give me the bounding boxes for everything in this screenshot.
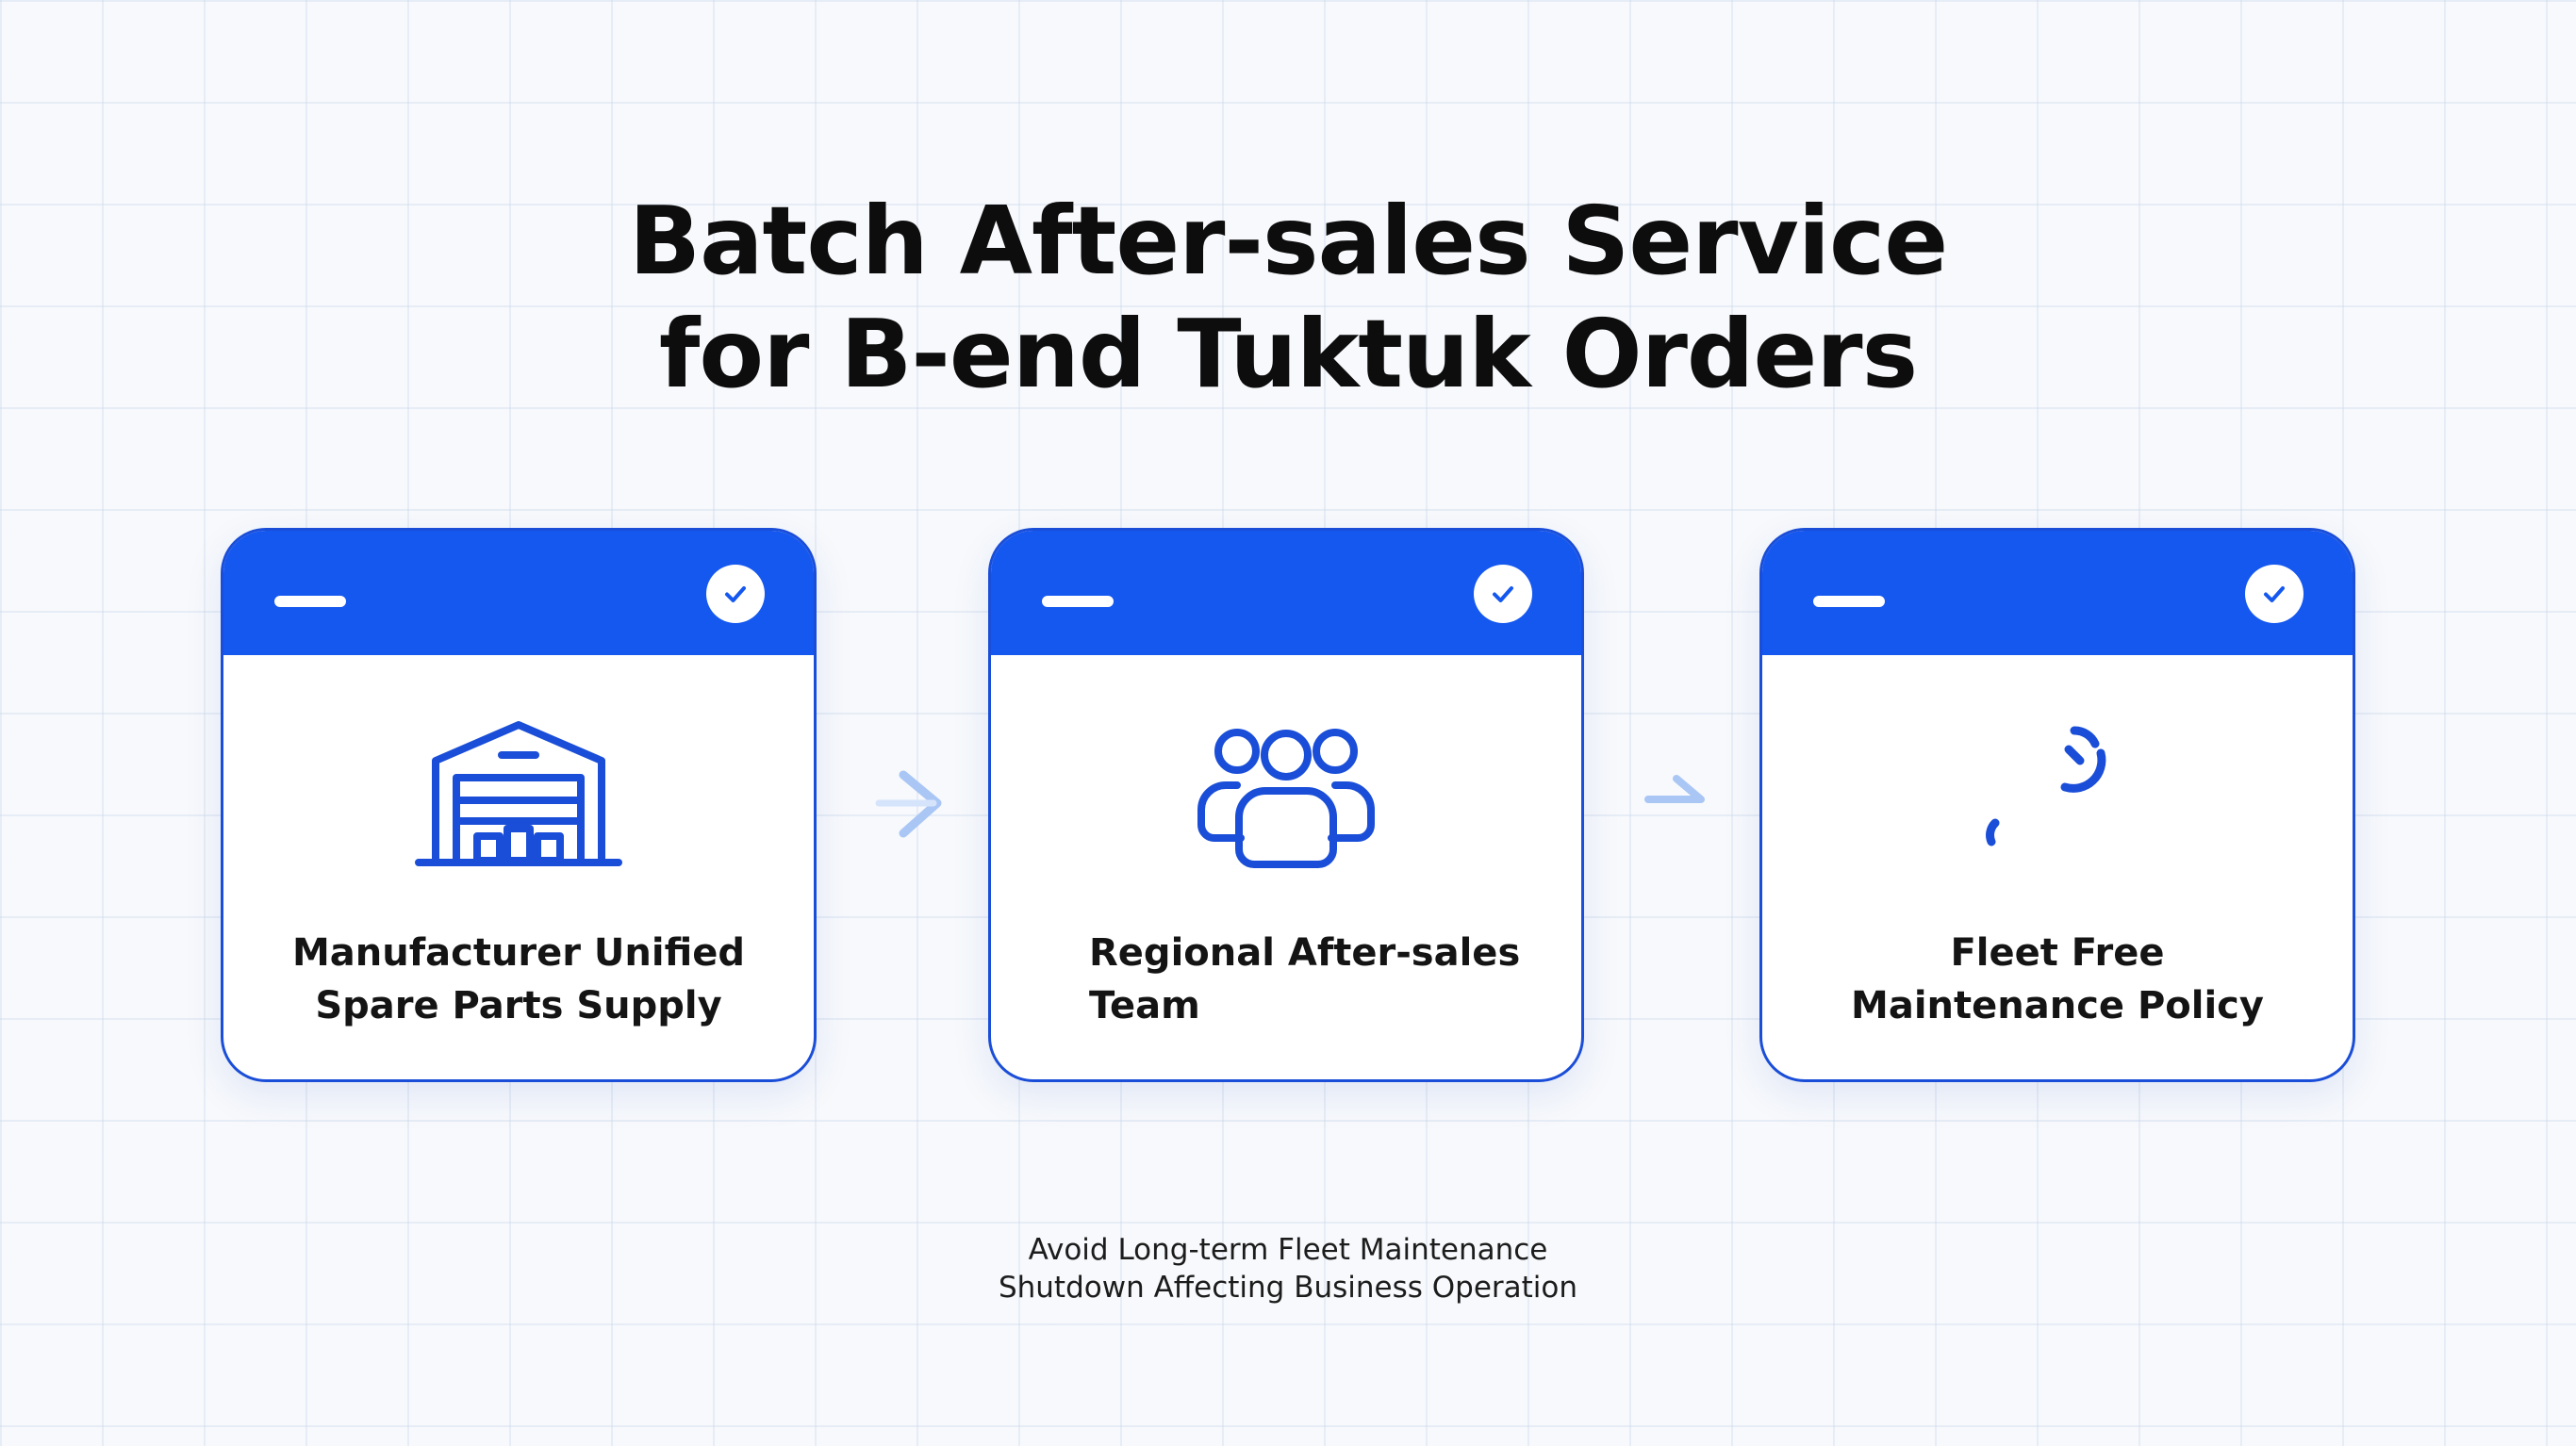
footer-note: Avoid Long-term Fleet Maintenance Shutdo… xyxy=(998,1233,1578,1305)
card-label: Fleet Free Maintenance Policy xyxy=(1851,931,2264,1027)
card-spare-parts-supply: Manufacturer Unified Spare Parts Supply xyxy=(221,528,817,1082)
page-title-line-1: Batch After-sales Service xyxy=(628,186,1948,296)
card-label: Regional After-sales Team xyxy=(1089,931,1521,1027)
page-title-line-2: for B-end Tuktuk Orders xyxy=(658,299,1918,409)
team-icon xyxy=(1182,719,1390,879)
check-icon xyxy=(1474,565,1532,623)
warehouse-icon xyxy=(415,719,622,879)
header-dash xyxy=(1042,596,1114,607)
header-dash xyxy=(274,596,346,607)
arrow-right-icon xyxy=(871,762,956,846)
card-regional-team: Regional After-sales Team xyxy=(988,528,1584,1082)
header-dash xyxy=(1813,596,1885,607)
card-header xyxy=(991,531,1581,655)
card-maintenance-policy: Fleet Free Maintenance Policy xyxy=(1759,528,2355,1082)
check-icon xyxy=(706,565,765,623)
check-icon xyxy=(2245,565,2304,623)
card-header xyxy=(1762,531,2353,655)
page-title: Batch After-sales Service for B-end Tukt… xyxy=(0,185,2576,411)
card-label: Manufacturer Unified Spare Parts Supply xyxy=(291,931,746,1027)
card-header xyxy=(223,531,814,655)
wrench-icon xyxy=(1954,719,2161,879)
arrow-right-icon xyxy=(1631,754,1716,839)
